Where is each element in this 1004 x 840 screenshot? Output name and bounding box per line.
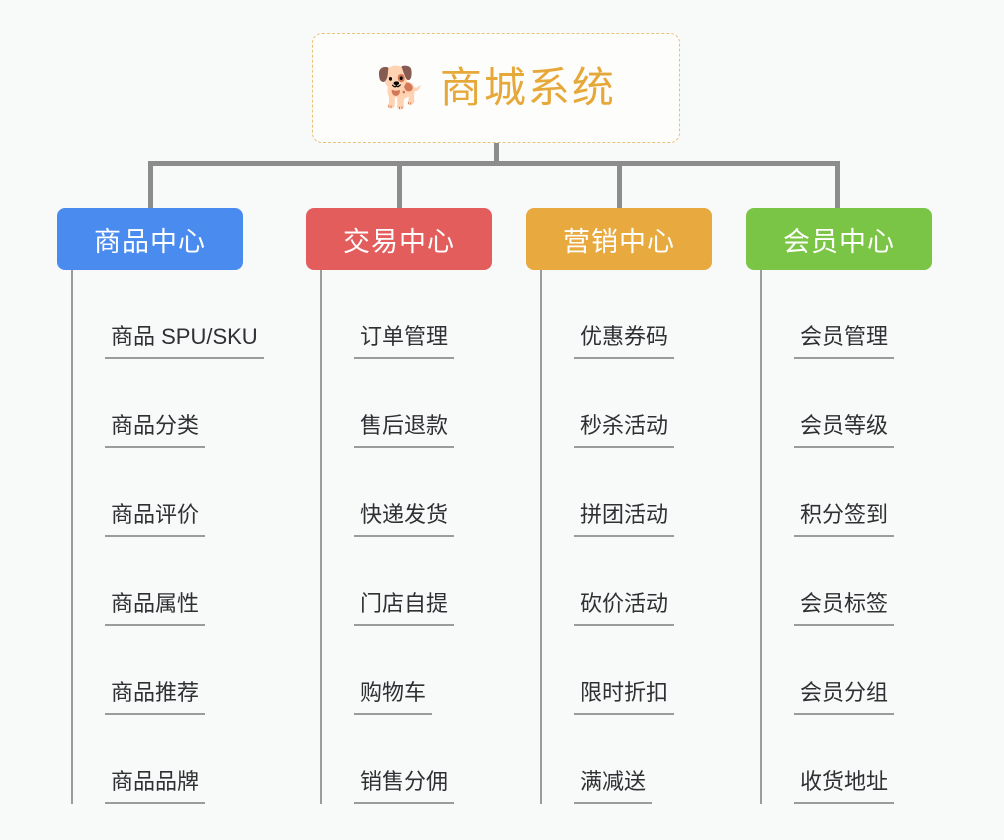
leaf-item[interactable]: 会员标签 xyxy=(762,537,932,626)
category-header-product-center[interactable]: 商品中心 xyxy=(57,208,243,270)
leaf-item[interactable]: 商品属性 xyxy=(73,537,243,626)
leaf-list-product-center: 商品 SPU/SKU 商品分类 商品评价 商品属性 商品推荐 商品品牌 xyxy=(57,270,264,804)
category-label: 交易中心 xyxy=(343,226,455,257)
category-label: 会员中心 xyxy=(783,226,895,257)
leaf-label: 限时折扣 xyxy=(574,679,675,715)
leaf-item[interactable]: 会员分组 xyxy=(762,626,932,715)
leaf-label: 售后退款 xyxy=(354,412,455,448)
connector-root-stem xyxy=(494,143,499,165)
connector-drop-trade-center xyxy=(397,161,402,209)
leaf-item[interactable]: 商品评价 xyxy=(73,448,243,537)
leaf-item[interactable]: 售后退款 xyxy=(322,359,492,448)
connector-drop-marketing-center xyxy=(617,161,622,209)
root-title: 商城系统 xyxy=(439,63,616,111)
leaf-label: 门店自提 xyxy=(354,590,455,626)
leaf-label: 商品属性 xyxy=(105,590,206,626)
category-header-member-center[interactable]: 会员中心 xyxy=(746,208,932,270)
leaf-list-trade-center: 订单管理 售后退款 快递发货 门店自提 购物车 销售分佣 xyxy=(306,270,492,804)
leaf-label: 商品分类 xyxy=(105,412,206,448)
category-label: 营销中心 xyxy=(563,226,675,257)
leaf-item[interactable]: 快递发货 xyxy=(322,448,492,537)
leaf-label: 快递发货 xyxy=(354,501,455,537)
leaf-item[interactable]: 拼团活动 xyxy=(542,448,712,537)
root-node[interactable]: 🐕 商城系统 xyxy=(312,33,680,143)
leaf-label: 秒杀活动 xyxy=(574,412,675,448)
leaf-item[interactable]: 优惠券码 xyxy=(542,270,712,359)
leaf-label: 会员分组 xyxy=(794,679,895,715)
leaf-item[interactable]: 商品分类 xyxy=(73,359,243,448)
shiba-dog-face-icon: 🐕 xyxy=(376,66,426,110)
leaf-label: 积分签到 xyxy=(794,501,895,537)
leaf-label: 拼团活动 xyxy=(574,501,675,537)
leaf-label: 订单管理 xyxy=(354,323,455,359)
leaf-label: 收货地址 xyxy=(794,768,895,804)
leaf-item[interactable]: 门店自提 xyxy=(322,537,492,626)
leaf-item[interactable]: 购物车 xyxy=(322,626,492,715)
leaf-label: 商品 SPU/SKU xyxy=(105,323,264,359)
leaf-label: 砍价活动 xyxy=(574,590,675,626)
leaf-item[interactable]: 商品 SPU/SKU xyxy=(73,270,264,359)
leaf-item[interactable]: 满减送 xyxy=(542,715,712,804)
leaf-item[interactable]: 限时折扣 xyxy=(542,626,712,715)
leaf-label: 会员管理 xyxy=(794,323,895,359)
leaf-label: 优惠券码 xyxy=(574,323,675,359)
leaf-label: 会员标签 xyxy=(794,590,895,626)
connector-drop-product-center xyxy=(148,161,153,209)
leaf-list-marketing-center: 优惠券码 秒杀活动 拼团活动 砍价活动 限时折扣 满减送 xyxy=(526,270,712,804)
connector-horizontal-bar xyxy=(148,161,840,166)
category-header-trade-center[interactable]: 交易中心 xyxy=(306,208,492,270)
branch-marketing-center: 营销中心 优惠券码 秒杀活动 拼团活动 砍价活动 限时折扣 满减送 xyxy=(526,208,712,804)
connector-drop-member-center xyxy=(835,161,840,209)
leaf-label: 销售分佣 xyxy=(354,768,455,804)
leaf-label: 商品品牌 xyxy=(105,768,206,804)
leaf-item[interactable]: 积分签到 xyxy=(762,448,932,537)
leaf-item[interactable]: 会员管理 xyxy=(762,270,932,359)
leaf-item[interactable]: 会员等级 xyxy=(762,359,932,448)
leaf-label: 会员等级 xyxy=(794,412,895,448)
leaf-item[interactable]: 商品推荐 xyxy=(73,626,243,715)
category-label: 商品中心 xyxy=(94,226,206,257)
leaf-label: 购物车 xyxy=(354,679,433,715)
branch-member-center: 会员中心 会员管理 会员等级 积分签到 会员标签 会员分组 收货地址 xyxy=(746,208,932,804)
leaf-item[interactable]: 订单管理 xyxy=(322,270,492,359)
category-header-marketing-center[interactable]: 营销中心 xyxy=(526,208,712,270)
leaf-item[interactable]: 销售分佣 xyxy=(322,715,492,804)
leaf-list-member-center: 会员管理 会员等级 积分签到 会员标签 会员分组 收货地址 xyxy=(746,270,932,804)
leaf-item[interactable]: 收货地址 xyxy=(762,715,932,804)
branch-product-center: 商品中心 商品 SPU/SKU 商品分类 商品评价 商品属性 商品推荐 商品品牌 xyxy=(57,208,264,804)
leaf-item[interactable]: 砍价活动 xyxy=(542,537,712,626)
leaf-label: 商品推荐 xyxy=(105,679,206,715)
branch-trade-center: 交易中心 订单管理 售后退款 快递发货 门店自提 购物车 销售分佣 xyxy=(306,208,492,804)
leaf-label: 满减送 xyxy=(574,768,653,804)
leaf-label: 商品评价 xyxy=(105,501,206,537)
leaf-item[interactable]: 秒杀活动 xyxy=(542,359,712,448)
leaf-item[interactable]: 商品品牌 xyxy=(73,715,243,804)
